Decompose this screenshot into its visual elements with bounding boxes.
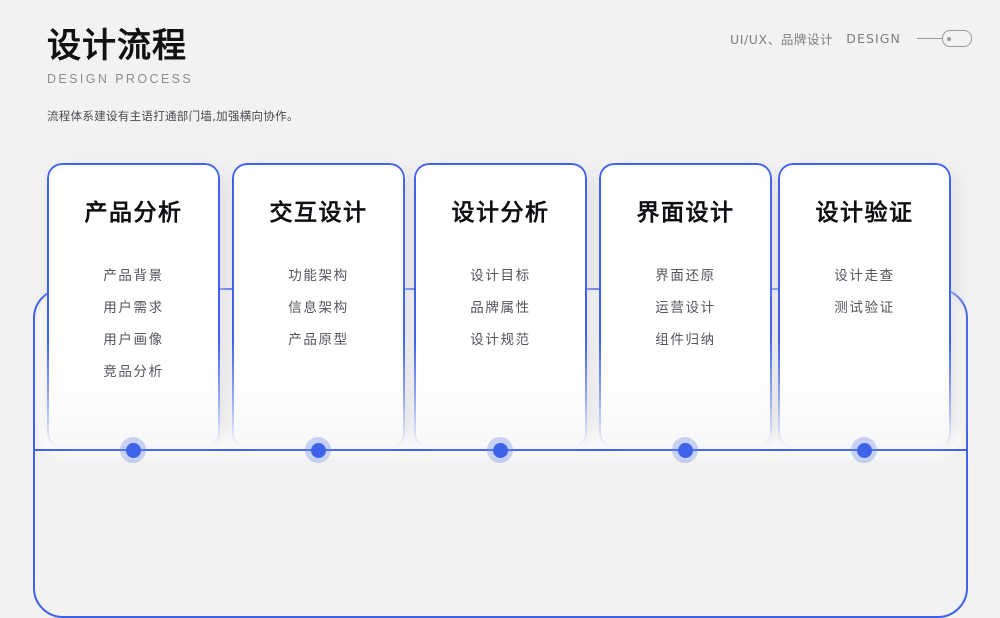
timeline-node-dot <box>856 442 872 458</box>
header-tag-en: DESIGN <box>846 31 901 46</box>
card-item: 组件归纳 <box>655 332 716 348</box>
process-card[interactable]: 设计验证设计走查测试验证 <box>778 163 951 448</box>
card-title: 设计验证 <box>815 200 914 226</box>
card-item: 信息架构 <box>288 300 349 316</box>
card-item: 竞品分析 <box>103 364 164 380</box>
page-subtitle: 流程体系建设有主语打通部门墙,加强横向协作。 <box>47 109 299 124</box>
card-item: 功能架构 <box>288 268 349 284</box>
card-item: 设计规范 <box>470 332 531 348</box>
process-card[interactable]: 界面设计界面还原运营设计组件归纳 <box>599 163 772 448</box>
card-title: 设计分析 <box>451 200 550 226</box>
card-item: 设计走查 <box>834 268 895 284</box>
card-item: 运营设计 <box>655 300 716 316</box>
card-item: 设计目标 <box>470 268 531 284</box>
timeline-node[interactable] <box>487 437 513 463</box>
card-item: 测试验证 <box>834 300 895 316</box>
process-card[interactable]: 产品分析产品背景用户需求用户画像竞品分析 <box>47 163 220 448</box>
process-card[interactable]: 交互设计功能架构信息架构产品原型 <box>232 163 405 448</box>
card-title: 产品分析 <box>84 200 183 226</box>
card-title: 界面设计 <box>636 200 735 226</box>
timeline-node[interactable] <box>851 437 877 463</box>
timeline-node[interactable] <box>305 437 331 463</box>
card-item-list: 产品背景用户需求用户画像竞品分析 <box>47 260 220 388</box>
toggle-knob-icon <box>947 36 951 41</box>
card-item-list: 设计目标品牌属性设计规范 <box>414 260 587 356</box>
timeline-node-dot <box>310 442 326 458</box>
card-item: 品牌属性 <box>470 300 531 316</box>
header-left: 设计流程 DESIGN PROCESS 流程体系建设有主语打通部门墙,加强横向协… <box>47 26 567 124</box>
toggle-line-icon <box>917 38 943 39</box>
timeline-node[interactable] <box>672 437 698 463</box>
process-cards-layer: 产品分析产品背景用户需求用户画像竞品分析交互设计功能架构信息架构产品原型设计分析… <box>47 163 956 463</box>
card-item: 用户画像 <box>103 332 164 348</box>
header-tag-cn: UI/UX、品牌设计 <box>729 32 834 47</box>
timeline-node[interactable] <box>120 437 146 463</box>
card-item: 用户需求 <box>103 300 164 316</box>
toggle-switch[interactable] <box>917 30 972 47</box>
timeline-node-dot <box>492 442 508 458</box>
timeline-node-dot <box>125 442 141 458</box>
slide-canvas: 设计流程 DESIGN PROCESS 流程体系建设有主语打通部门墙,加强横向协… <box>33 26 972 618</box>
card-item-list: 功能架构信息架构产品原型 <box>232 260 405 356</box>
card-item: 产品背景 <box>103 268 164 284</box>
toggle-pill-icon <box>942 30 972 47</box>
header-right: UI/UX、品牌设计 DESIGN <box>730 29 972 48</box>
timeline-node-dot <box>677 442 693 458</box>
process-card[interactable]: 设计分析设计目标品牌属性设计规范 <box>414 163 587 448</box>
card-title: 交互设计 <box>269 200 368 226</box>
page-title: 设计流程 <box>47 26 187 66</box>
card-item-list: 界面还原运营设计组件归纳 <box>599 260 772 356</box>
card-item: 界面还原 <box>655 268 716 284</box>
page-title-english: DESIGN PROCESS <box>47 72 194 87</box>
card-item: 产品原型 <box>288 332 349 348</box>
card-item-list: 设计走查测试验证 <box>778 260 951 324</box>
